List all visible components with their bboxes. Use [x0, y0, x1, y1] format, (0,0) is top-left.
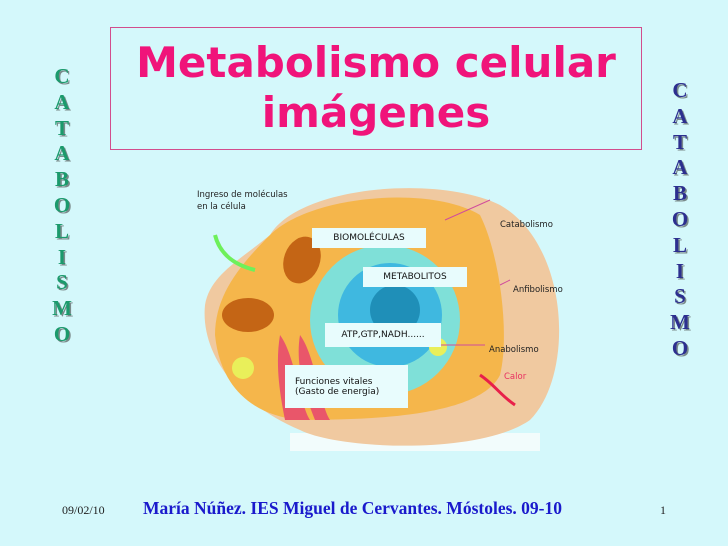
- mitochondrion: [283, 236, 321, 284]
- page-number: 1: [660, 503, 666, 517]
- title-box: Metabolismo celular imágenes: [110, 27, 642, 150]
- side-word-right: C A T A B O L I S M O: [666, 78, 694, 362]
- letter: T: [672, 129, 687, 154]
- letter: O: [53, 192, 71, 217]
- letter: O: [53, 321, 71, 346]
- letter: S: [674, 284, 686, 309]
- letter: S: [56, 270, 68, 295]
- calor-label: Calor: [504, 372, 527, 382]
- letter: C: [54, 64, 70, 88]
- atp-box: ATP,GTP,NADH......: [325, 323, 441, 347]
- letter: A: [672, 155, 688, 180]
- nucleolus: [370, 285, 420, 335]
- footer-author: María Núñez. IES Miguel de Cervantes. Mó…: [143, 498, 562, 518]
- title-line-2: imágenes: [261, 88, 491, 137]
- mitochondrion: [222, 298, 274, 332]
- letter: T: [54, 115, 69, 140]
- letter: A: [54, 89, 70, 114]
- cell-metabolism-diagram: Ingreso de moléculas en la célula BIOMOL…: [180, 175, 580, 455]
- letter: M: [52, 296, 72, 321]
- funciones-line-1: Funciones vitales: [295, 376, 373, 387]
- catabolismo-label: Catabolismo: [500, 220, 553, 230]
- metabolitos-box: METABOLITOS: [363, 267, 467, 287]
- letter: L: [672, 232, 687, 257]
- letter: L: [54, 218, 69, 243]
- anfibolismo-label: Anfibolismo: [513, 285, 563, 295]
- funciones-line-2: (Gasto de energia): [295, 386, 380, 397]
- letter: O: [671, 206, 689, 231]
- letter: O: [671, 335, 689, 360]
- intake-label-1: Ingreso de moléculas: [197, 190, 288, 200]
- vesicle: [232, 357, 254, 379]
- letter: I: [57, 244, 67, 269]
- letter: B: [54, 167, 69, 192]
- letter: A: [54, 141, 70, 166]
- title-line-1: Metabolismo celular: [136, 38, 616, 87]
- anabolismo-label: Anabolismo: [489, 345, 539, 355]
- side-word-left: C A T A B O L I S M O: [48, 64, 76, 348]
- biomoleculas-box: BIOMOLÉCULAS: [312, 228, 426, 248]
- intake-arrow: [213, 234, 256, 272]
- letter: C: [672, 78, 688, 102]
- letter: B: [672, 181, 687, 206]
- catabolismo-line: [444, 199, 491, 221]
- letter: I: [675, 258, 685, 283]
- letter: A: [672, 103, 688, 128]
- letter: M: [670, 310, 690, 335]
- heat-arrow: [479, 373, 516, 407]
- footer-date: 09/02/10: [62, 503, 105, 517]
- cell-illustration: [204, 188, 560, 451]
- anfibolismo-line: [499, 279, 511, 286]
- intake-label-2: en la célula: [197, 202, 246, 212]
